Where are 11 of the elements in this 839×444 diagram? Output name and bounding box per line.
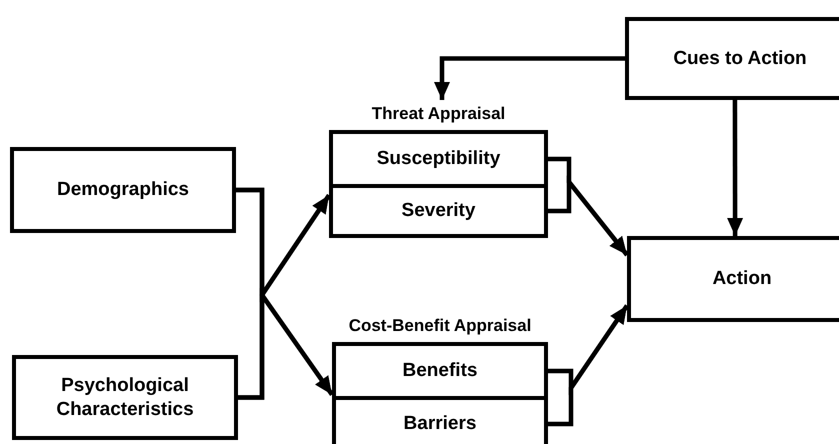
factor-box: Cues to Action — [625, 17, 839, 100]
arrow — [238, 288, 334, 400]
section-heading: Cost-Benefit Appraisal — [348, 315, 532, 337]
arrow — [548, 176, 629, 256]
factor-box: Action — [627, 236, 839, 322]
section-heading: Threat Appraisal — [370, 103, 506, 125]
arrow — [434, 56, 625, 100]
arrow — [548, 304, 629, 426]
factor-box: Demographics — [10, 147, 236, 233]
factor-box: Psychological Characteristics — [12, 355, 238, 440]
arrow — [727, 100, 744, 236]
